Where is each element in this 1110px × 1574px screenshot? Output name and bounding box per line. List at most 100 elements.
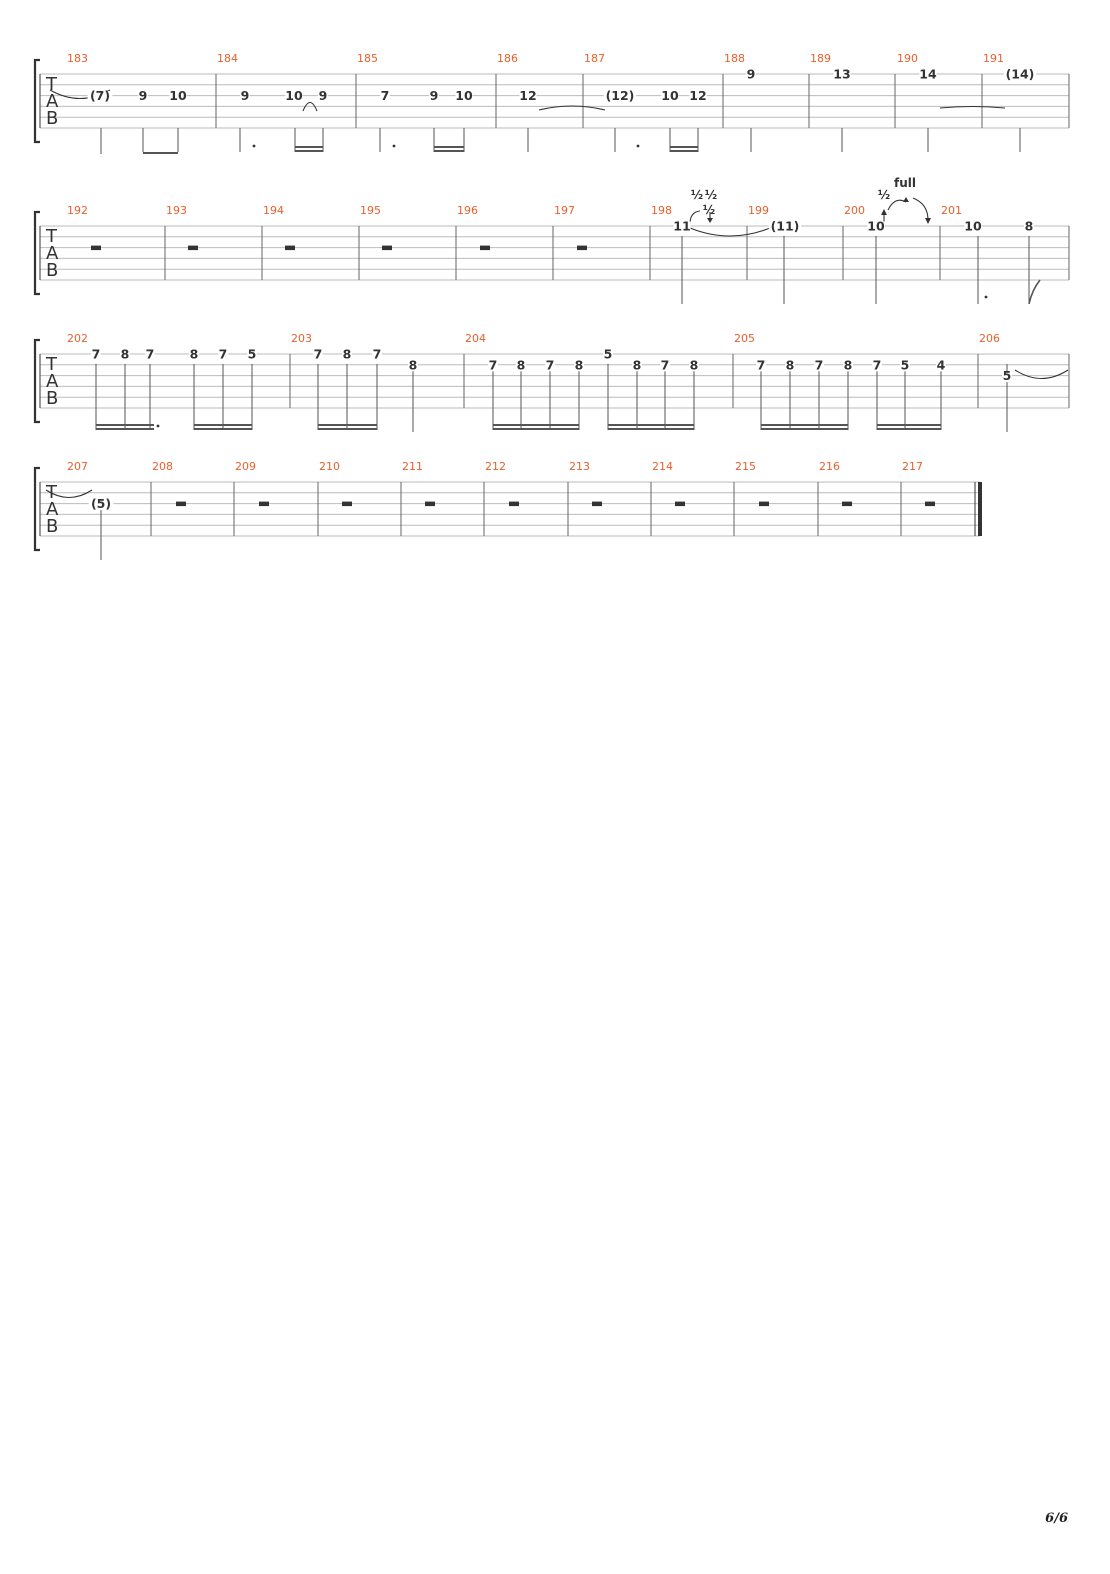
fret-number: 8 (575, 357, 584, 372)
measure-number: 200 (844, 204, 865, 217)
fret-number: (14) (1006, 67, 1035, 82)
note-beam (143, 152, 178, 154)
fret-number-backdrop (516, 360, 526, 372)
fret-number: 8 (786, 357, 795, 372)
fret-number: (5) (91, 496, 111, 511)
measure-number: 198 (651, 204, 672, 217)
bend-curve (689, 210, 701, 225)
fret-number: 8 (690, 357, 699, 372)
fret-number: 5 (901, 357, 910, 372)
fret-number: 9 (747, 67, 756, 82)
fret-number: 7 (314, 347, 323, 362)
whole-rest (188, 245, 198, 251)
whole-rest (759, 501, 769, 507)
measure-number: 209 (235, 460, 256, 473)
fret-number-backdrop (1002, 371, 1012, 383)
tab-clef-letter: A (46, 243, 59, 264)
bend-amount-label: ½ (691, 188, 703, 202)
rhythm-dot (984, 295, 988, 299)
whole-rest (382, 245, 392, 251)
note-beam (493, 424, 579, 426)
fret-number-backdrop (603, 349, 613, 361)
fret-number-backdrop (545, 360, 555, 372)
fret-number-backdrop (408, 360, 418, 372)
tab-clef-letter: B (46, 260, 58, 281)
tab-clef-letter: B (46, 388, 58, 409)
whole-rest (577, 245, 587, 251)
fret-number-backdrop (240, 91, 250, 103)
fret-number: 7 (92, 347, 101, 362)
note-beam (608, 428, 694, 430)
measure-number: 191 (983, 52, 1004, 65)
fret-number-backdrop (380, 91, 390, 103)
fret-number-backdrop (169, 91, 187, 103)
fret-number: 5 (248, 347, 257, 362)
fret-number-backdrop (247, 349, 257, 361)
fret-number: 8 (343, 347, 352, 362)
note-beam (608, 424, 694, 426)
fret-number: 7 (373, 347, 382, 362)
measure-number: 214 (652, 460, 673, 473)
fret-number: 8 (1025, 219, 1034, 234)
rhythm-dot (636, 144, 640, 148)
note-beam (434, 146, 464, 148)
fret-number: 5 (1003, 368, 1012, 383)
note-beam (670, 146, 698, 148)
rhythm-dot (392, 144, 396, 148)
measure-number: 185 (357, 52, 378, 65)
tuplet-tick (935, 424, 941, 426)
system-bracket (33, 466, 40, 552)
fret-number: 10 (661, 88, 679, 103)
fret-number-backdrop (603, 91, 637, 103)
tie-arc (538, 105, 606, 111)
fret-number: 10 (964, 219, 982, 234)
measure-number: 215 (735, 460, 756, 473)
fret-number-backdrop (814, 360, 824, 372)
fret-number-backdrop (488, 360, 498, 372)
fret-number: 7 (489, 357, 498, 372)
fret-number: 10 (455, 88, 473, 103)
measure-number: 187 (584, 52, 605, 65)
fret-number: (7) (90, 88, 110, 103)
fret-number: 7 (146, 347, 155, 362)
fret-number-backdrop (455, 91, 473, 103)
fret-number: 8 (844, 357, 853, 372)
fret-number: (11) (771, 219, 800, 234)
fret-number-backdrop (673, 221, 691, 233)
page-number: 6/6 (1045, 1511, 1068, 1526)
fret-number: 8 (517, 357, 526, 372)
staff-lines-layer (39, 73, 1070, 537)
measure-number: 204 (465, 332, 486, 345)
measure-number: 199 (748, 204, 769, 217)
rhythm-dot (156, 424, 160, 428)
fret-number-backdrop (964, 221, 982, 233)
rhythm-dot (252, 144, 256, 148)
tab-clef-letter: B (46, 108, 58, 129)
fret-number-backdrop (833, 69, 851, 81)
fret-number: 7 (381, 88, 390, 103)
measure-number: 206 (979, 332, 1000, 345)
note-beam (96, 428, 154, 430)
measure-number: 188 (724, 52, 745, 65)
note-beam (493, 428, 579, 430)
fret-number-backdrop (900, 360, 910, 372)
whole-rest (592, 501, 602, 507)
measure-number: 197 (554, 204, 575, 217)
fret-number-backdrop (746, 69, 756, 81)
fret-number-backdrop (88, 499, 114, 511)
fret-number: (12) (606, 88, 635, 103)
fret-number-backdrop (313, 349, 323, 361)
measure-number: 208 (152, 460, 173, 473)
fret-number: 5 (604, 347, 613, 362)
fret-number-backdrop (768, 221, 802, 233)
tab-clef-letter: A (46, 499, 59, 520)
fret-number-backdrop (218, 349, 228, 361)
note-beam (434, 150, 464, 152)
tie-arc (45, 489, 93, 499)
fret-number-backdrop (189, 349, 199, 361)
fret-number: 10 (169, 88, 187, 103)
release-arrowhead (925, 218, 931, 224)
fret-number-backdrop (318, 91, 328, 103)
